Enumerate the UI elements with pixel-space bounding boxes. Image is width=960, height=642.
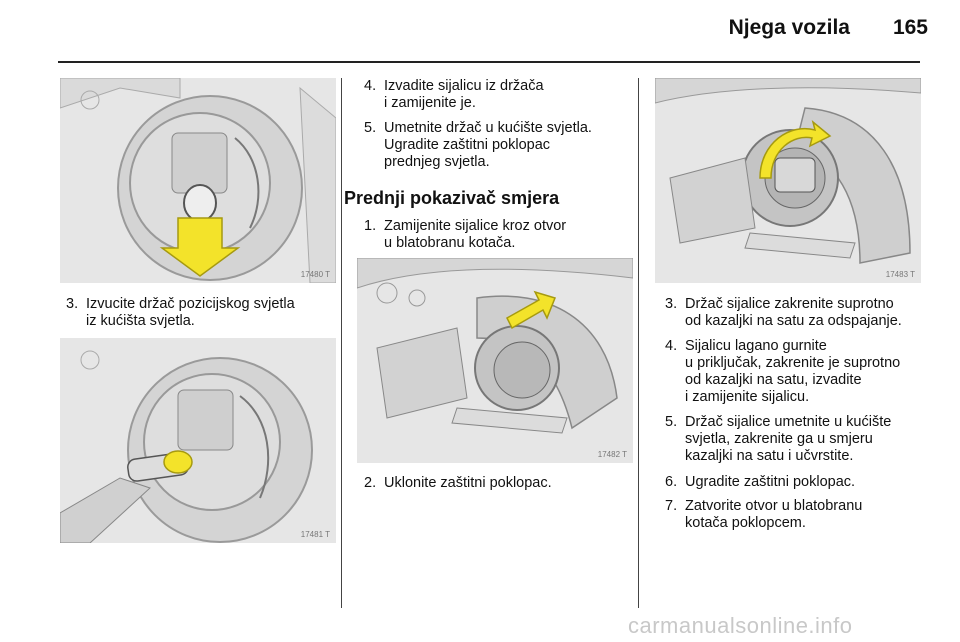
- step-text-line: Ugradite zaštitni poklopac.: [685, 474, 856, 490]
- step-number: 5.: [665, 414, 678, 430]
- step-number: 2.: [364, 475, 377, 491]
- step-number: 4.: [364, 78, 377, 94]
- step-text-line: i zamijenite sijalicu.: [685, 389, 810, 405]
- figure-number: 17480 T: [300, 270, 330, 279]
- column-divider-left: [341, 78, 342, 608]
- watermark-logo: carmanualsonline.info: [628, 613, 853, 638]
- section-heading: Prednji pokazivač smjera: [344, 188, 560, 208]
- page-number: 165: [892, 16, 928, 39]
- figure-number: 17481 T: [300, 530, 330, 539]
- step-text-line: od kazaljki na satu, izvadite: [685, 372, 862, 388]
- figure-side-light-bulb: 17481 T: [60, 338, 336, 543]
- rotate-bulb-holder-illustration: [655, 78, 921, 283]
- step-text-line: iz kućišta svjetla.: [86, 313, 195, 329]
- page-header-title: Njega vozila: [728, 16, 850, 39]
- step-text-line: kazaljki na satu i učvrstite.: [685, 448, 854, 464]
- side-light-bulb-illustration: [60, 338, 336, 543]
- figure-rotate-bulb-holder: 17483 T: [655, 78, 921, 283]
- step-text-line: Sijalicu lagano gurnite: [685, 338, 827, 354]
- figure-wheel-arch-opening: 17482 T: [357, 258, 633, 463]
- figure-number: 17483 T: [885, 270, 915, 279]
- step-text-line: kotača poklopcem.: [685, 515, 806, 531]
- header-divider: [58, 61, 920, 63]
- step-text-line: Držač sijalice zakrenite suprotno: [685, 296, 894, 312]
- figure-number: 17482 T: [597, 450, 627, 459]
- step-number: 3.: [665, 296, 678, 312]
- step-text-line: u blatobranu kotača.: [384, 235, 516, 251]
- step-number: 5.: [364, 120, 377, 136]
- step-text-line: Držač sijalice umetnite u kućište: [685, 414, 892, 430]
- step-text-line: Umetnite držač u kućište svjetla.: [384, 120, 592, 136]
- column-divider-right: [638, 78, 639, 608]
- figure-bulb-holder-removal: 17480 T: [60, 78, 336, 283]
- step-text-line: Uklonite zaštitni poklopac.: [384, 475, 552, 491]
- step-text-line: Ugradite zaštitni poklopac: [384, 137, 551, 153]
- step-number: 1.: [364, 218, 377, 234]
- step-text-line: svjetla, zakrenite ga u smjeru: [685, 431, 873, 447]
- step-text-line: od kazaljki na satu za odspajanje.: [685, 313, 902, 329]
- step-text-line: Zamijenite sijalice kroz otvor: [384, 218, 567, 234]
- step-text-line: Izvadite sijalicu iz držača: [384, 78, 544, 94]
- step-text-line: i zamijenite je.: [384, 95, 476, 111]
- bulb-holder-removal-illustration: [60, 78, 336, 283]
- step-text-line: u priključak, zakrenite je suprotno: [685, 355, 901, 371]
- step-number: 7.: [665, 498, 678, 514]
- wheel-arch-opening-illustration: [357, 258, 633, 463]
- step-number: 6.: [665, 474, 678, 490]
- step-number: 4.: [665, 338, 678, 354]
- step-text-line: Izvucite držač pozicijskog svjetla: [86, 296, 295, 312]
- step-number: 3.: [66, 296, 79, 312]
- step-text-line: prednjeg svjetla.: [384, 154, 490, 170]
- step-text-line: Zatvorite otvor u blatobranu: [685, 498, 863, 514]
